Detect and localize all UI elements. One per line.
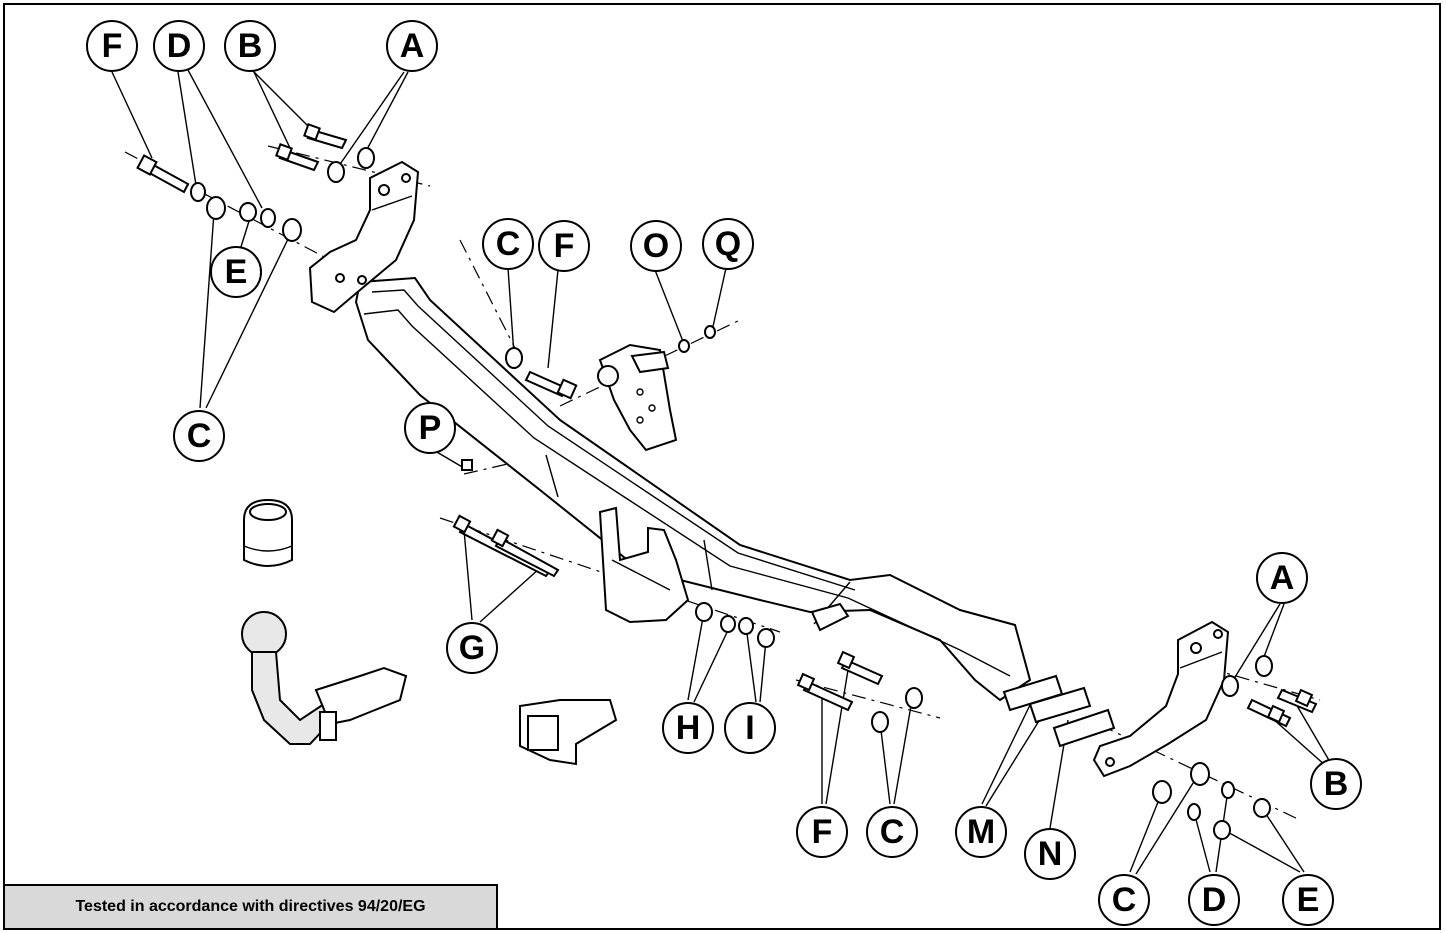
label-c-mid: C (482, 218, 534, 270)
diagram-frame (3, 3, 1441, 930)
label-d-right: D (1188, 874, 1240, 926)
label-q: Q (702, 218, 754, 270)
label-d-top: D (153, 20, 205, 72)
label-i: I (724, 702, 776, 754)
label-g: G (446, 622, 498, 674)
test-directive-note: Tested in accordance with directives 94/… (5, 884, 498, 928)
label-a-right: A (1256, 552, 1308, 604)
label-c-low: C (866, 806, 918, 858)
bolts (136, 123, 1318, 728)
label-e-right: E (1282, 874, 1334, 926)
spacer-plates (1002, 674, 1116, 748)
socket-bracket (597, 343, 678, 452)
left-bracket (308, 160, 420, 314)
label-c-left: C (173, 410, 225, 462)
washers (190, 147, 1273, 840)
label-n: N (1024, 828, 1076, 880)
label-p: P (404, 402, 456, 454)
label-h: H (662, 702, 714, 754)
label-b-top: B (224, 20, 276, 72)
label-f-top: F (86, 20, 138, 72)
label-f-low: F (796, 806, 848, 858)
ball-cover (243, 498, 293, 567)
label-f-mid: F (538, 220, 590, 272)
label-e-left: E (210, 246, 262, 298)
label-b-right: B (1310, 758, 1362, 810)
center-mount (598, 506, 690, 624)
socket-module (519, 699, 618, 766)
cross-beam (354, 276, 1032, 702)
label-c-right: C (1098, 874, 1150, 926)
label-m: M (955, 806, 1007, 858)
right-bracket (1092, 620, 1230, 778)
tow-ball (241, 611, 408, 745)
leader-lines (111, 69, 1331, 875)
label-o: O (630, 220, 682, 272)
label-a-top: A (386, 20, 438, 72)
